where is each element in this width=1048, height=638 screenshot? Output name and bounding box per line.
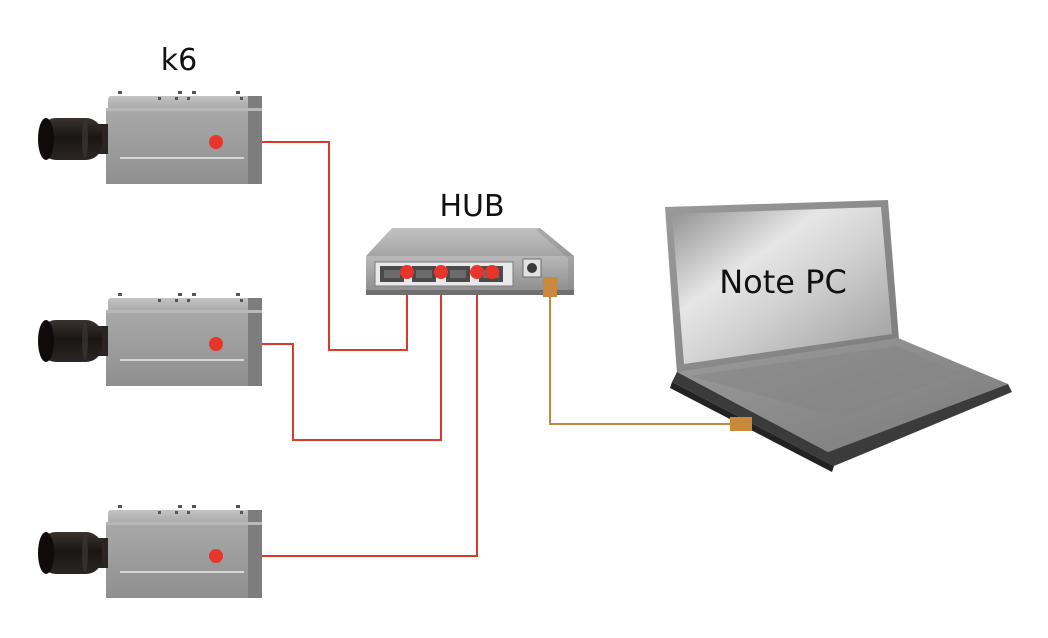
lens-icon [38, 532, 108, 574]
ethernet-port [730, 417, 752, 431]
port-dot [400, 265, 414, 279]
uplink-connector [543, 277, 557, 297]
camera-cables [216, 141, 478, 557]
camera-label: k6 [161, 43, 197, 78]
cable-hub-to-pc [549, 294, 732, 425]
port-dot [209, 549, 223, 563]
camera-2 [38, 293, 262, 386]
hub-ports [374, 261, 514, 287]
cable-camera-1-to-hub [216, 141, 408, 351]
power-jack-icon [522, 258, 542, 278]
cable-camera-3-to-hub [216, 272, 478, 557]
lens-icon [38, 118, 108, 160]
camera-1 [38, 91, 262, 184]
screen [672, 207, 892, 364]
port-dot [209, 135, 223, 149]
port-dot [209, 337, 223, 351]
hub-label: HUB [439, 189, 504, 224]
port-dot [485, 265, 499, 279]
camera-3 [38, 505, 262, 598]
port-dot [434, 265, 448, 279]
laptop [665, 200, 1012, 472]
pc-label: Note PC [719, 263, 847, 301]
cable-camera-2-to-hub [216, 272, 442, 441]
port-dot [470, 265, 484, 279]
lens-icon [38, 320, 108, 362]
hub [366, 228, 574, 297]
